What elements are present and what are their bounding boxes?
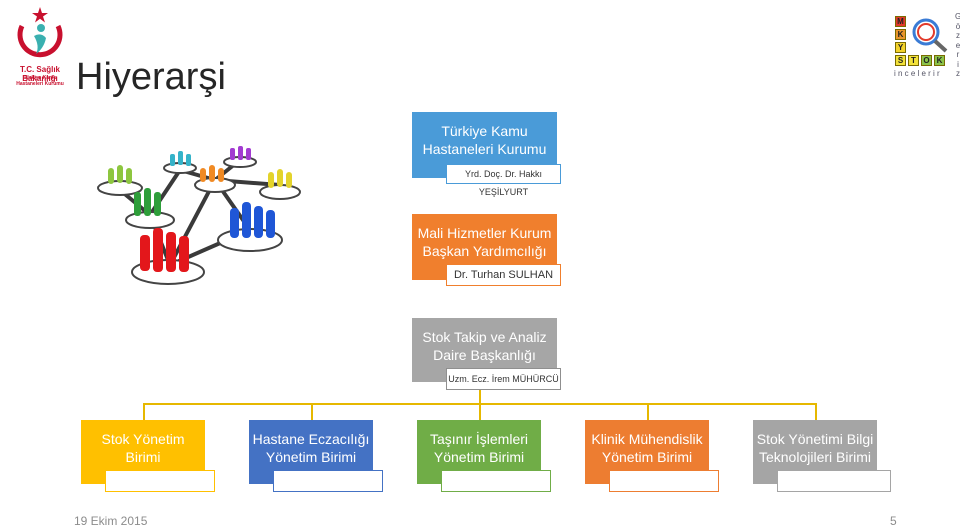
logo-cell-o: O bbox=[921, 55, 932, 66]
connector-unit-3 bbox=[479, 403, 481, 421]
logo-vertical-text: G ö z e r i z bbox=[955, 12, 960, 78]
network-people-illustration bbox=[97, 146, 301, 285]
unit-person-placeholder-2 bbox=[273, 470, 383, 492]
org-person-agency-head: Yrd. Doç. Dr. Hakkı YEŞİLYURT bbox=[446, 164, 561, 197]
unit-line2: Yönetim Birimi bbox=[265, 449, 357, 465]
connector-unit-4 bbox=[647, 403, 649, 421]
connector-unit-2 bbox=[311, 403, 313, 421]
unit-line1: Stok Yönetimi Bilgi bbox=[756, 431, 874, 447]
logo-cell-s: S bbox=[895, 55, 906, 66]
unit-line1: Stok Yönetim bbox=[101, 431, 185, 447]
unit-person-placeholder-1 bbox=[105, 470, 215, 492]
magnifier-icon bbox=[912, 18, 948, 53]
ministry-name: T.C. Sağlık Bakanlığı bbox=[19, 65, 60, 83]
connector-vertical-main bbox=[479, 390, 481, 404]
unit-line2: Yönetim Birimi bbox=[433, 449, 525, 465]
page-number: 5 bbox=[890, 514, 897, 527]
slide-title: Hiyerarşi bbox=[76, 56, 226, 98]
unit-line1: Taşınır İşlemleri bbox=[429, 431, 529, 447]
connector-unit-5 bbox=[815, 403, 817, 421]
unit-line2: Birimi bbox=[125, 449, 161, 465]
org-person-finance-vp: Dr. Turhan SULHAN bbox=[446, 264, 561, 286]
unit-line2: Yönetim Birimi bbox=[601, 449, 693, 465]
agency-name-line1: Türkiye Kamu bbox=[23, 75, 57, 81]
unit-person-placeholder-3 bbox=[441, 470, 551, 492]
unit-line1: Klinik Mühendislik bbox=[591, 431, 703, 447]
unit-line1: Hastane Eczacılığı bbox=[252, 431, 370, 447]
logo-bottom-text: incelerir bbox=[894, 69, 942, 78]
agency-name-line2: Hastaneleri Kurumu bbox=[16, 81, 64, 87]
mkys-stok-logo: M K Y S T O K G ö z e r i z incelerir bbox=[892, 12, 960, 80]
logo-cell-k: K bbox=[895, 29, 906, 40]
logo-cell-t: T bbox=[908, 55, 919, 66]
logo-cell-y: Y bbox=[895, 42, 906, 53]
unit-line2: Teknolojileri Birimi bbox=[758, 449, 872, 465]
org-person-department-head: Uzm. Ecz. İrem MÜHÜRCÜ bbox=[446, 368, 561, 390]
unit-person-placeholder-4 bbox=[609, 470, 719, 492]
org-box-line1: Mali Hizmetler Kurum bbox=[417, 225, 552, 241]
org-box-line2: Hastaneleri Kurumu bbox=[422, 141, 547, 157]
org-box-line1: Türkiye Kamu bbox=[441, 123, 528, 139]
ministry-emblem-icon bbox=[17, 7, 63, 58]
unit-person-placeholder-5 bbox=[777, 470, 891, 492]
org-box-line2: Başkan Yardımcılığı bbox=[422, 243, 547, 259]
connector-unit-1 bbox=[143, 403, 145, 421]
footer-date: 19 Ekim 2015 bbox=[74, 514, 148, 527]
org-box-line1: Stok Takip ve Analiz bbox=[422, 329, 547, 345]
logo-cell-k2: K bbox=[934, 55, 945, 66]
logo-cell-m: M bbox=[895, 16, 906, 27]
ministry-logo: T.C. Sağlık Bakanlığı Türkiye Kamu Hasta… bbox=[2, 2, 78, 88]
org-box-line2: Daire Başkanlığı bbox=[433, 347, 536, 363]
